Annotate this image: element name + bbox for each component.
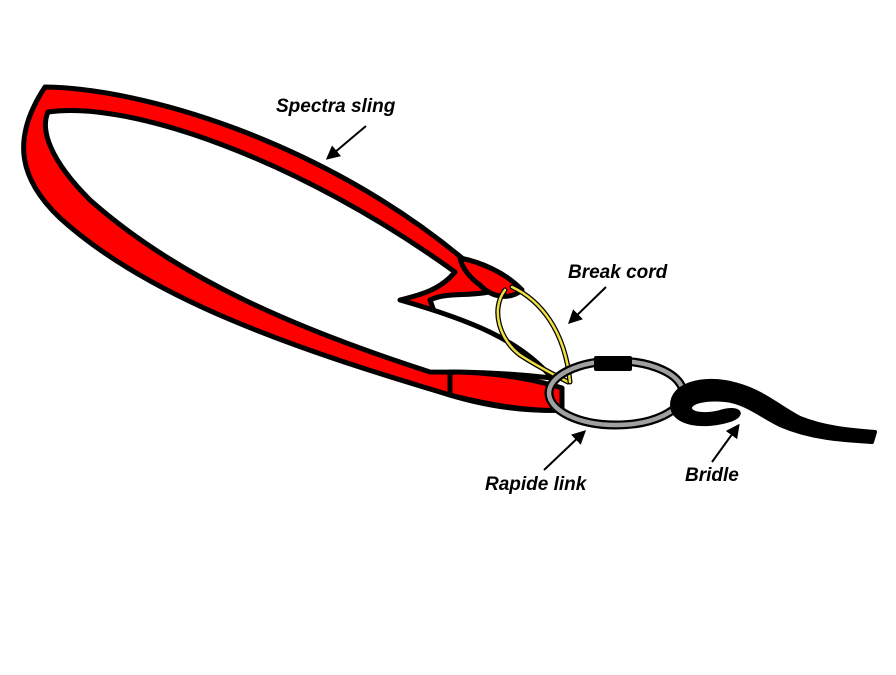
label-spectra-sling: Spectra sling <box>276 96 396 117</box>
bridle <box>670 378 877 444</box>
rapide-link-sleeve <box>594 356 632 371</box>
rapide-link <box>544 356 688 430</box>
label-bridle: Bridle <box>685 465 739 486</box>
break-cord <box>495 284 573 385</box>
arrow-icon <box>543 430 587 471</box>
arrow-icon <box>567 286 607 324</box>
label-break-cord: Break cord <box>568 262 668 283</box>
arrow-icon <box>325 125 367 160</box>
spectra-sling <box>21 84 565 413</box>
arrow-icon <box>711 423 740 463</box>
label-rapide-link: Rapide link <box>485 474 587 495</box>
